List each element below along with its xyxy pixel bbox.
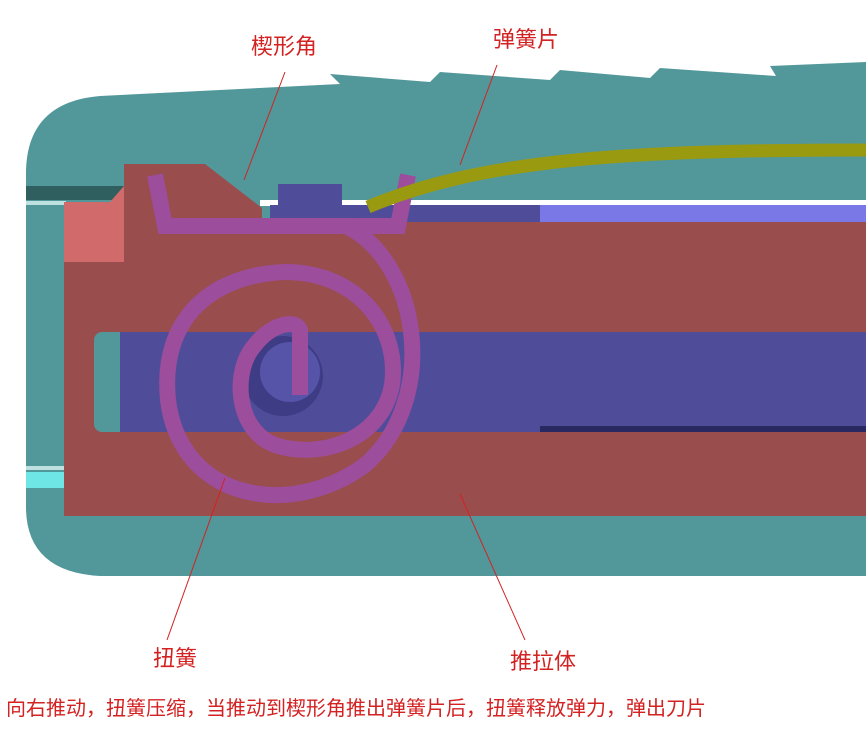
housing-light-strip xyxy=(26,201,66,205)
cyan-strip xyxy=(26,472,66,488)
leaf-spring xyxy=(365,143,866,213)
cyan-strip-edge xyxy=(26,466,66,470)
label-torsion-spring: 扭簧 xyxy=(153,647,198,672)
label-push-pull-body: 推拉体 xyxy=(510,650,577,675)
gap-line xyxy=(260,200,866,206)
blade-top-light xyxy=(540,205,866,225)
blade-slot-edge xyxy=(540,426,866,432)
label-leaf-spring: 弹簧片 xyxy=(493,28,560,53)
top-block xyxy=(278,184,342,208)
pivot-pin-face xyxy=(260,342,320,402)
leader-wedge-corner xyxy=(243,71,286,181)
leader-torsion-spring xyxy=(166,477,226,641)
leader-push-pull-body xyxy=(459,493,526,641)
leader-leaf-spring xyxy=(459,64,498,166)
diagram-caption: 向右推动，扭簧压缩，当推动到楔形角推出弹簧片后，扭簧释放弹力，弹出刀片 xyxy=(6,696,706,720)
blade-slot xyxy=(120,332,866,432)
label-wedge-corner: 楔形角 xyxy=(251,35,318,60)
wedge-tip xyxy=(64,186,124,262)
leader-lines xyxy=(166,64,526,641)
housing-dark-strip xyxy=(26,186,126,200)
